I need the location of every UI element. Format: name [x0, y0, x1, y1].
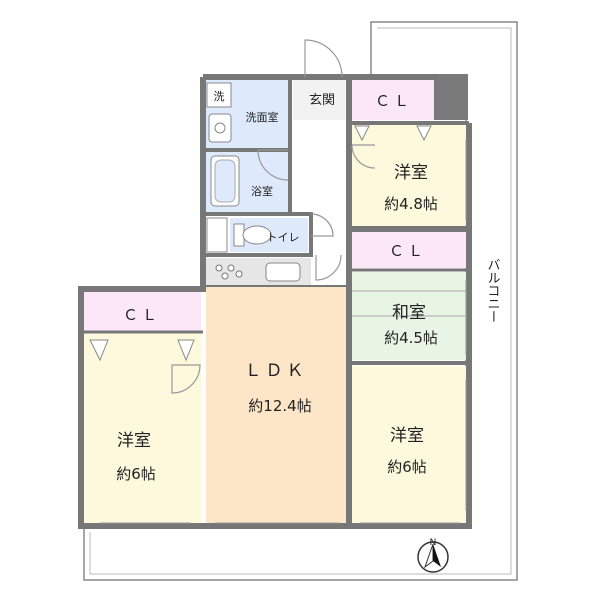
bedroom-southeast-name: 洋室 — [390, 426, 424, 446]
genkan-label: 玄関 — [309, 93, 335, 108]
storage-shelf-icon — [206, 217, 228, 253]
bathroom-label: 浴室 — [251, 184, 273, 198]
closet-middle-label: ＣＬ — [389, 242, 427, 260]
ldk-size: 約12.4帖 — [248, 397, 311, 415]
bedroom-west-size: 約6帖 — [116, 465, 156, 483]
washing-machine-icon — [206, 82, 232, 108]
compass-icon — [417, 541, 449, 573]
closet-middle — [352, 232, 466, 268]
doors — [171, 39, 376, 394]
washer-label: 洗 — [214, 90, 225, 103]
stove-icon — [215, 264, 243, 280]
balcony-label: バルコニー — [485, 258, 501, 323]
toilet-label: トイレ — [267, 231, 300, 244]
closet-west-label: ＣＬ — [123, 306, 161, 324]
toilet-icon — [233, 223, 272, 247]
bedroom-west — [84, 333, 201, 523]
compass-north-label: N — [430, 538, 437, 548]
bedroom-northeast-size: 約4.8帖 — [384, 195, 438, 213]
bedroom-west-name: 洋室 — [117, 431, 151, 451]
kitchen-sink-icon — [265, 262, 301, 282]
closet-northeast-label: ＣＬ — [375, 92, 413, 110]
bedroom-northeast — [352, 124, 466, 226]
closet-door-marks — [89, 125, 432, 362]
washroom-label: 洗面室 — [246, 110, 279, 124]
washitsu-name: 和室 — [392, 303, 426, 323]
bedroom-northeast-name: 洋室 — [394, 163, 428, 183]
bedroom-southeast-size: 約6帖 — [387, 458, 427, 476]
ldk-name: ＬＤＫ — [245, 361, 308, 381]
washitsu-tatami-lines — [352, 290, 466, 317]
genkan-area — [293, 80, 345, 120]
sink-icon — [208, 113, 232, 143]
bedroom-southeast — [352, 366, 466, 523]
ldk-room — [206, 286, 347, 523]
closet-west — [84, 292, 201, 332]
pipe-space — [434, 74, 468, 120]
walls — [78, 74, 472, 529]
closet-northeast — [352, 80, 434, 120]
washitsu-size: 約4.5帖 — [384, 329, 438, 347]
bathtub-icon — [210, 155, 240, 207]
windows — [100, 140, 467, 524]
